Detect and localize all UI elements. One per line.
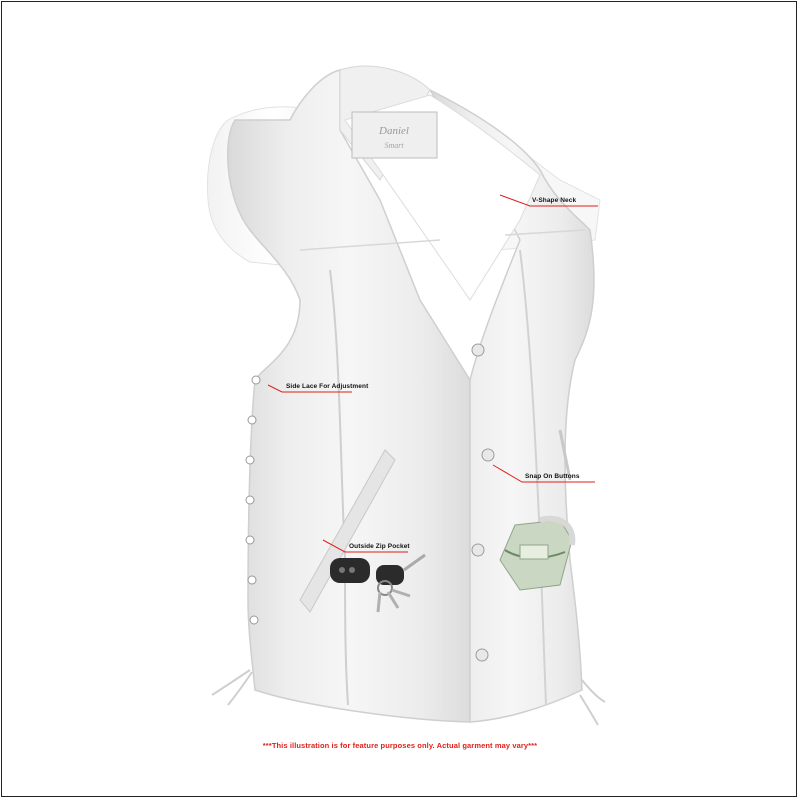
brand-label-line1: Daniel — [378, 125, 409, 137]
snap-button — [475, 648, 489, 662]
snap-button — [471, 343, 485, 357]
v-neck-callout: V-Shape Neck — [532, 197, 577, 204]
zip-pocket-callout-line — [322, 539, 408, 553]
v-neck-callout-line — [499, 194, 598, 207]
side-lace-callout: Side Lace For Adjustment — [286, 383, 369, 390]
keys-icon — [330, 553, 426, 613]
snap-buttons — [471, 343, 495, 662]
callout-lines — [267, 194, 598, 553]
snap-buttons-callout-line — [492, 464, 595, 483]
brand-label: Daniel Smart — [351, 111, 438, 159]
brand-label-line2: Smart — [384, 141, 404, 150]
side-lace — [211, 375, 606, 726]
side-lace-callout-line — [267, 384, 352, 393]
snap-button — [481, 448, 495, 462]
money-roll-icon — [499, 515, 576, 591]
disclaimer-text: ***This illustration is for feature purp… — [262, 741, 538, 750]
snap-button — [471, 543, 485, 557]
snap-buttons-callout: Snap On Buttons — [525, 473, 580, 480]
zip-pocket-callout: Outside Zip Pocket — [349, 543, 410, 550]
